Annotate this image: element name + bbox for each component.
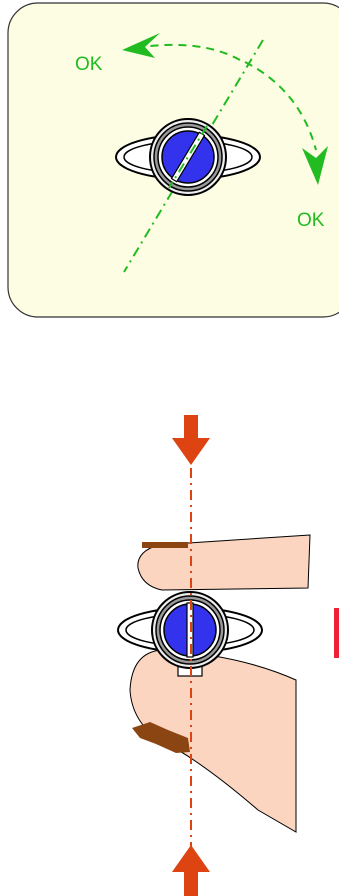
rotate-panel: OK OK xyxy=(7,2,339,318)
upper-fingernail xyxy=(142,542,188,548)
lower-fingernail xyxy=(132,722,190,753)
rotate-left-arrowhead-icon xyxy=(122,33,160,58)
ok-label-right: OK xyxy=(297,210,325,231)
rotate-right-arc xyxy=(244,61,317,151)
alignment-marker xyxy=(334,608,339,658)
upper-finger xyxy=(137,534,311,591)
lower-finger xyxy=(129,649,297,833)
rotate-right-arrowhead-icon xyxy=(302,146,328,185)
pinch-diagram xyxy=(117,415,339,896)
rotate-left-arc xyxy=(134,43,241,61)
rotary-knob-rotated xyxy=(115,118,261,196)
down-arrow-icon xyxy=(172,415,210,465)
up-arrow-icon xyxy=(172,845,210,896)
ok-label-left: OK xyxy=(75,54,103,75)
